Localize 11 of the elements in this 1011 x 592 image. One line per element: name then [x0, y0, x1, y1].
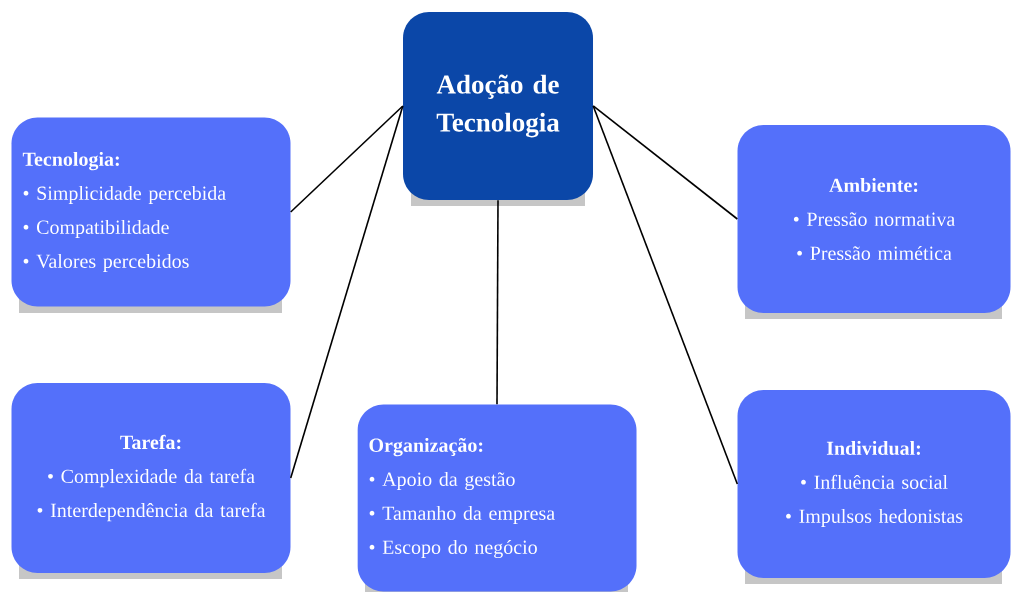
connector-line [289, 105, 404, 213]
category-box: Individual: • Influência social • Impulsos hedonistas [737, 390, 1011, 578]
connector-line [592, 105, 739, 220]
connector-line [592, 105, 739, 485]
connector-line [289, 105, 404, 479]
connector-line [496, 199, 499, 406]
category-box: Organização: • Apoio da gestão • Tamanho da empresa • Escopo do negócio [357, 404, 637, 592]
category-box: Ambiente: • Pressão normativa • Pressão mimética [737, 125, 1011, 313]
category-box: Tecnologia: • Simplicidade percebida • Compatibilidade • Valores percebidos [11, 117, 291, 307]
central-box: Adoção de Tecnologia [403, 12, 593, 200]
category-box: Tarefa: • Complexidade da tarefa • Interdependência da tarefa [11, 383, 291, 573]
